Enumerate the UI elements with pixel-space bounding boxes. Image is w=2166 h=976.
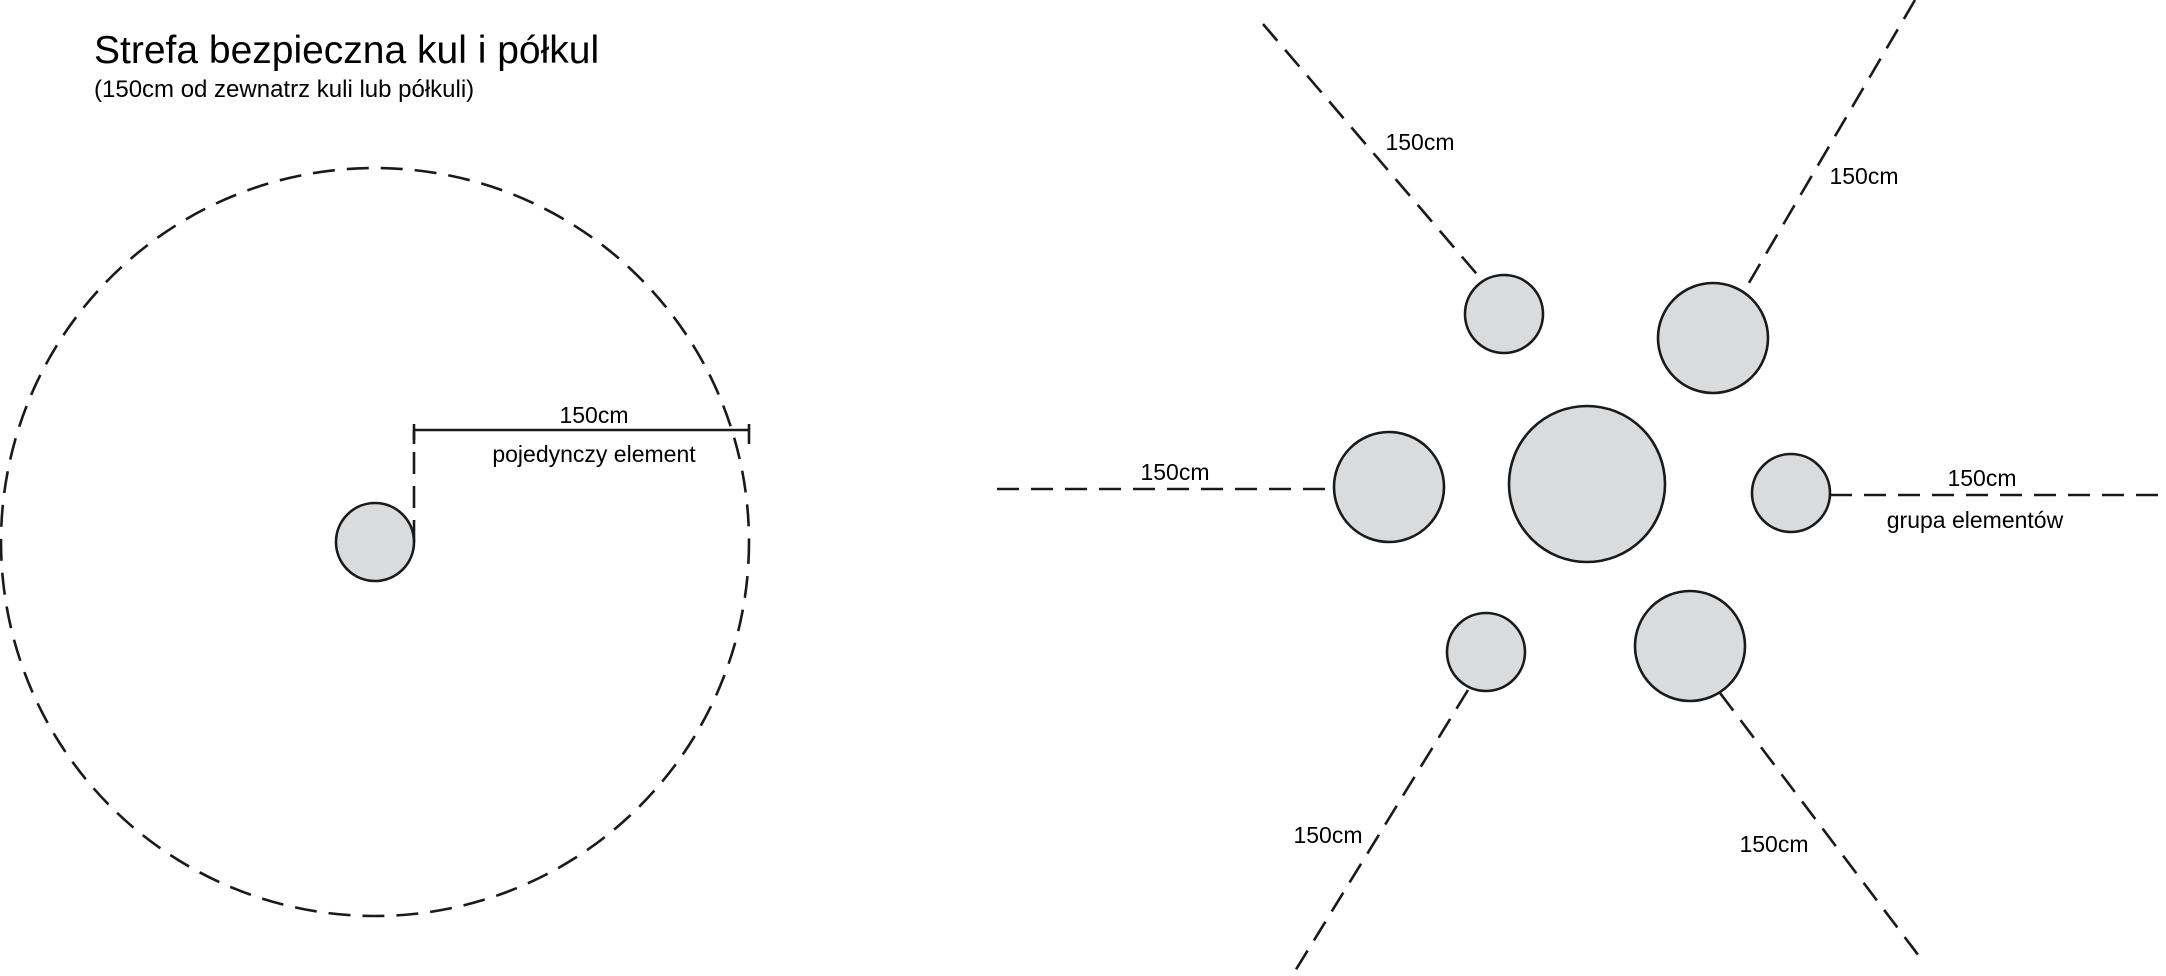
diagram-subtitle: (150cm od zewnatrz kuli lub półkuli) [94, 76, 475, 103]
sphere-right [1750, 452, 1832, 534]
distance-label-upper-left: 150cm [1385, 129, 1454, 155]
safety-zone-circle [0, 166, 751, 918]
sphere-lower-left [1445, 611, 1527, 693]
single-element-caption: pojedynczy element [492, 441, 696, 467]
distance-line-upper-left [1262, 23, 1482, 280]
single-distance-label: 150cm [559, 402, 628, 428]
distance-line-lower-right [1718, 692, 1927, 965]
sphere-left [1332, 430, 1446, 544]
diagram-title: Strefa bezpieczna kul i półkul [94, 29, 600, 72]
distance-label-lower-right: 150cm [1739, 831, 1808, 857]
distance-line-upper-right [1741, 0, 1917, 294]
distance-label-lower-left: 150cm [1293, 822, 1362, 848]
group-elements-group: 150cm 150cm 150cm 150cm grupa elementów … [997, 0, 2166, 976]
single-element-group: 150cm pojedynczy element [0, 166, 751, 918]
sphere-center [1507, 404, 1667, 564]
distance-label-left: 150cm [1140, 459, 1209, 485]
sphere-lower-right [1633, 589, 1747, 703]
group-elements-caption: grupa elementów [1887, 507, 2064, 533]
sphere-upper-left [1463, 273, 1545, 355]
distance-label-upper-right: 150cm [1829, 163, 1898, 189]
distance-label-right: 150cm [1947, 465, 2016, 491]
sphere-upper-right [1656, 281, 1770, 395]
single-sphere [334, 501, 416, 583]
distance-line-lower-left [1290, 689, 1470, 976]
